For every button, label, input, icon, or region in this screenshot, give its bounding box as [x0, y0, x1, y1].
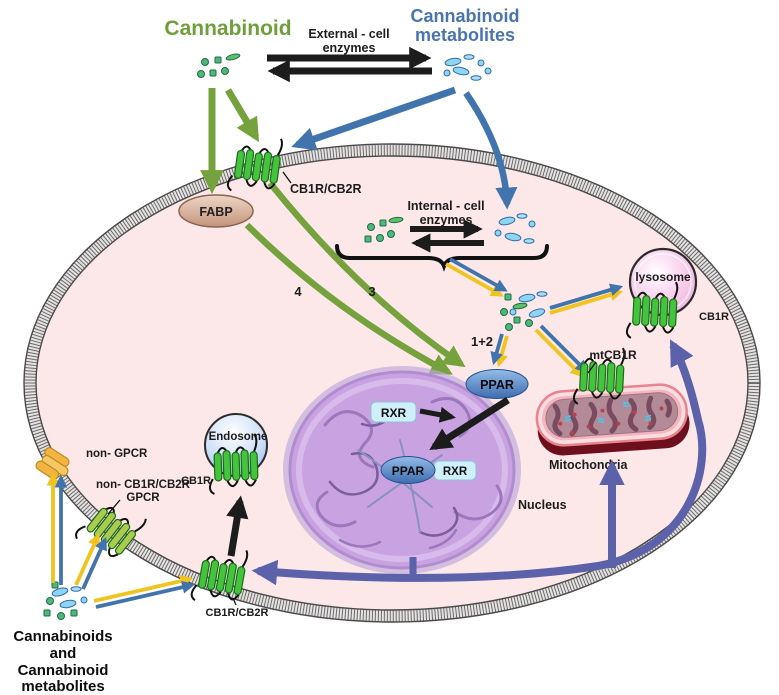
dual-arrow-pool-to-lysosome — [549, 283, 624, 315]
dual-arrow-brace-to-pool — [445, 257, 508, 297]
external-enzymes-label-line2: enzymes — [323, 41, 376, 55]
title-metabolites-line1: Cannabinoid — [411, 6, 520, 26]
internal-enzymes-label-line2: enzymes — [420, 213, 473, 227]
arrow-metabolite-to-receptor — [291, 86, 457, 151]
pathway-number-3: 3 — [368, 284, 375, 299]
non-cb-gpcr-label-line1: non- CB1R/CB2R — [96, 479, 191, 491]
bottom-title-line1: Cannabinoids — [13, 628, 112, 645]
fabp-protein: FABP — [178, 194, 254, 228]
internal-enzymes-label-line1: Internal - cell — [407, 199, 484, 213]
lysosome-cb1r-label: CB1R — [699, 311, 729, 323]
arrow-recycling-main — [251, 339, 707, 586]
lysosome-label: lysosome — [635, 270, 691, 284]
arrow-cannabinoid-to-receptor — [224, 88, 260, 143]
plasma-membrane — [24, 144, 760, 622]
lysosome: lysosome — [628, 247, 698, 317]
bottom-title-line2: and — [50, 645, 77, 662]
ppar-outer-label: PPAR — [480, 378, 514, 392]
dual-arrow-pool-to-non-cb-gpcr — [74, 533, 107, 590]
non-cb-gpcr-label-line2: GPCR — [126, 492, 160, 504]
top-receptor-label: CB1R/CB2R — [290, 182, 362, 196]
non-gpcr-label: non- GPCR — [86, 448, 148, 460]
nucleus-label: Nucleus — [518, 498, 567, 512]
title-cannabinoid: Cannabinoid — [164, 17, 291, 40]
bottom-title-line4: metabolites — [21, 678, 104, 695]
brace-internal-pool — [335, 244, 549, 272]
dual-arrow-pool-to-non-gpcr — [46, 472, 68, 585]
mitochondria — [535, 383, 690, 456]
internal-enzyme-arrows — [410, 219, 484, 253]
rxr-inner-label: RXR — [443, 466, 468, 478]
non-cb-gpcr-pointer — [107, 499, 121, 515]
ppar-inner-label: PPAR — [392, 464, 425, 478]
external-enzymes-label-line1: External - cell — [308, 27, 389, 41]
bottom-receptor-pointer — [232, 597, 237, 606]
pathway-number-1-2: 1+2 — [471, 334, 493, 349]
rxr-box-outer: RXR — [370, 401, 417, 423]
bottom-title-line3: Cannabinoid — [18, 662, 109, 679]
rxr-outer-label: RXR — [381, 406, 407, 420]
bottom-receptor-label: CB1R/CB2R — [206, 607, 269, 619]
arrow-receptor-to-endosome — [226, 495, 249, 557]
endosome-label: Endosome — [209, 431, 268, 443]
arrow-metabolite-into-cell — [463, 91, 518, 210]
pathway-number-4: 4 — [294, 284, 302, 299]
endosome-cb1r-label: CB1R — [181, 475, 211, 487]
external-enzyme-arrows — [267, 46, 432, 83]
fabp-label: FABP — [199, 205, 232, 219]
mtcb1r-label: mtCB1R — [589, 348, 637, 362]
dual-arrow-pool-to-bottom-receptor — [93, 574, 196, 609]
top-receptor-pointer — [282, 171, 292, 184]
mitochondria-label: Mitochondria — [549, 458, 629, 472]
title-metabolites-line2: metabolites — [415, 25, 515, 45]
ppar-outer: PPAR — [465, 369, 529, 399]
